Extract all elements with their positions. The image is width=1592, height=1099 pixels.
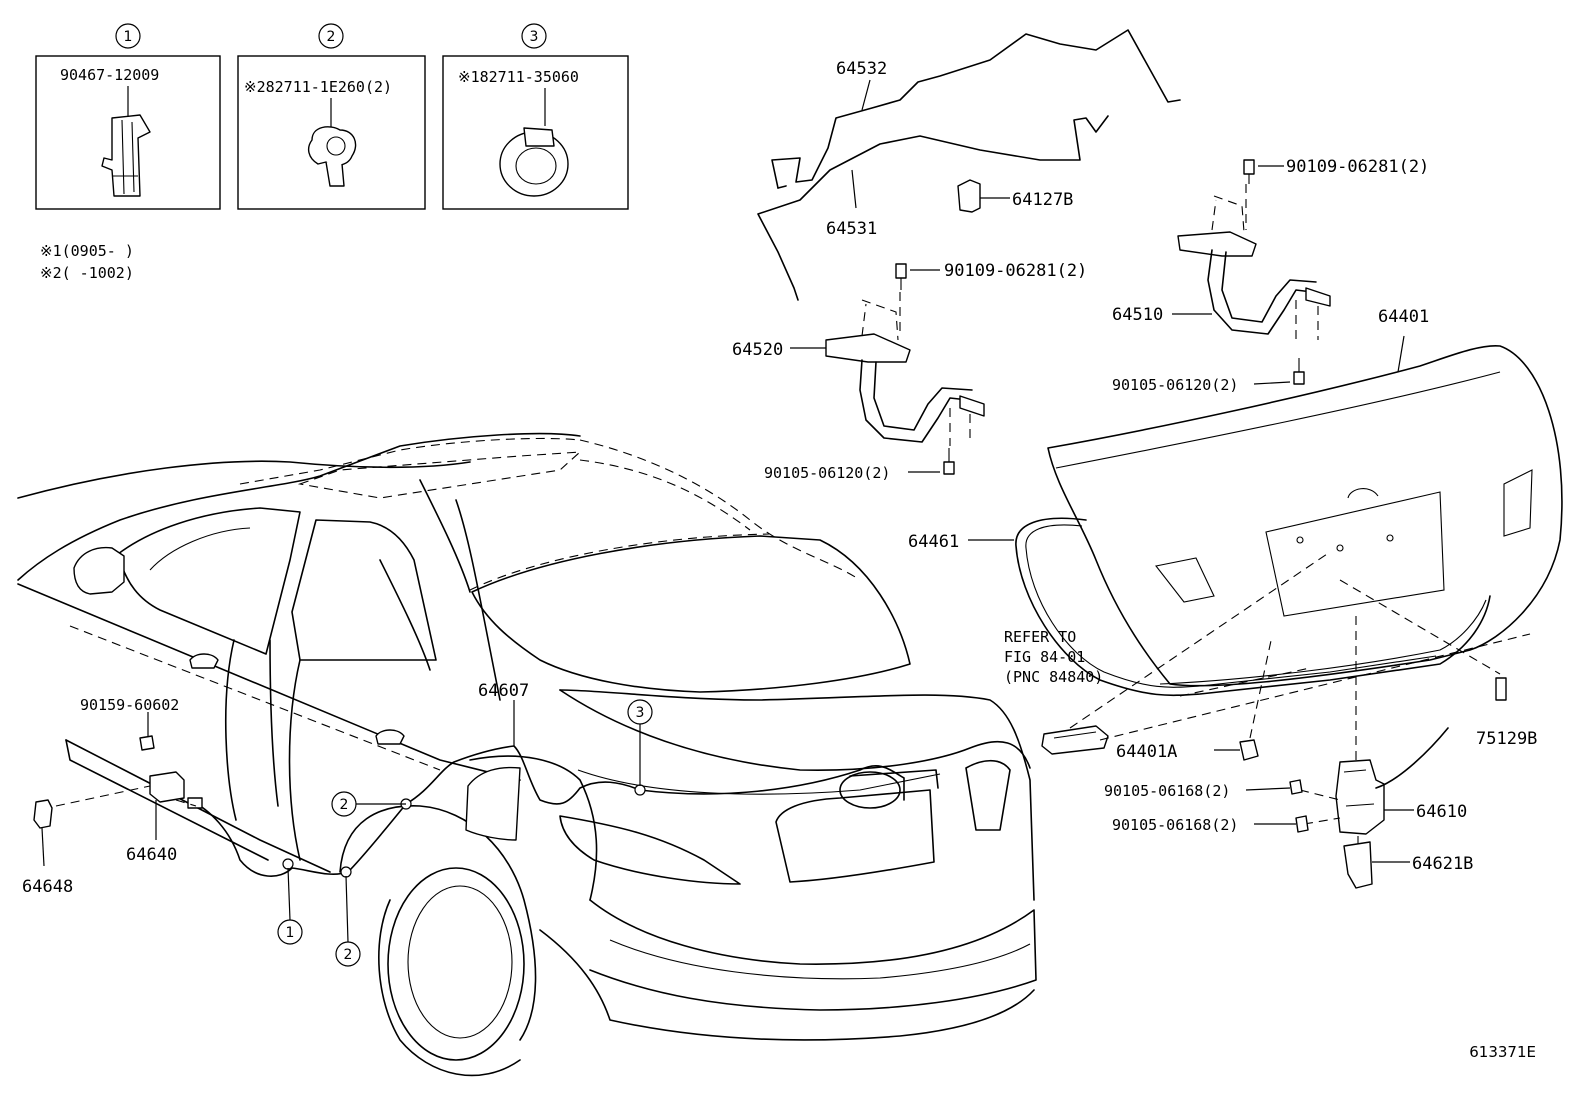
svg-text:2: 2: [340, 797, 349, 813]
harness-64607: [187, 745, 905, 878]
switch-64640: [55, 771, 197, 840]
clip-64127B: [957, 179, 1010, 213]
callout-2b: 2: [335, 875, 361, 967]
inset-part-2: ※282711-1E260(2): [244, 78, 392, 96]
label-bolt-top-mid: 90109-06281(2): [944, 261, 1087, 281]
label-64532: 64532: [836, 59, 887, 79]
svg-text:2: 2: [344, 947, 353, 963]
ring-clamp-icon: [499, 127, 569, 197]
label-bolt-mid-left: 90105-06120(2): [764, 464, 890, 482]
bolt-lock-2: [1295, 815, 1309, 833]
refer-line-1: REFER TO: [1004, 628, 1076, 646]
callout-1: 1: [277, 867, 303, 945]
trunk-lid-64401: [1047, 345, 1563, 687]
weatherstrip-64461: [1015, 517, 1491, 697]
inset-part-3: ※182711-35060: [458, 68, 579, 86]
torsion-bar-64531: [757, 115, 1109, 301]
lock-64610: [1299, 612, 1449, 835]
emblem-75129B: [1339, 579, 1507, 701]
label-64520: 64520: [732, 340, 783, 360]
label-bolt-top-right: 90109-06281(2): [1286, 157, 1429, 177]
svg-text:3: 3: [636, 705, 645, 721]
handle-part: [1041, 725, 1109, 755]
label-64610: 64610: [1416, 802, 1467, 822]
label-bolt-lock-1: 90105-06168(2): [1104, 782, 1230, 800]
label-64510: 64510: [1112, 305, 1163, 325]
torsion-bar-64532: [771, 29, 1181, 189]
label-bolt-mid-right: 90105-06120(2): [1112, 376, 1238, 394]
inset-index-2: 2: [327, 29, 336, 45]
inset-index-1: 1: [124, 29, 133, 45]
label-64401: 64401: [1378, 307, 1429, 327]
refer-line-3: (PNC 84840): [1004, 668, 1103, 686]
label-75129B: 75129B: [1476, 729, 1537, 749]
inset-box-1: 1 90467-12009: [35, 23, 221, 210]
diagram-id: 613371E: [1469, 1043, 1536, 1061]
label-64461: 64461: [908, 532, 959, 552]
inset-box-2: 2 ※282711-1E260(2): [237, 23, 426, 210]
stopper-64401A: [1239, 635, 1273, 761]
callout-2a: 2: [331, 791, 406, 817]
label-64648: 64648: [22, 877, 73, 897]
label-90159: 90159-60602: [80, 696, 179, 714]
svg-text:1: 1: [286, 925, 295, 941]
label-64401A: 64401A: [1116, 742, 1177, 762]
inset-box-3: 3 ※182711-35060: [442, 23, 629, 210]
label-64640: 64640: [126, 845, 177, 865]
label-bolt-lock-2: 90105-06168(2): [1112, 816, 1238, 834]
label-64621B: 64621B: [1412, 854, 1473, 874]
clip-90159: [139, 712, 155, 751]
hinge-64510: [1177, 159, 1331, 385]
label-64531: 64531: [826, 219, 877, 239]
label-64127B: 64127B: [1012, 190, 1073, 210]
inset-part-1: 90467-12009: [60, 66, 159, 84]
bolt-lock-1: [1289, 779, 1303, 795]
clip-icon: [101, 114, 151, 197]
clamp-icon: [307, 126, 357, 187]
refer-line-2: FIG 84-01: [1004, 648, 1085, 666]
striker-64621B: [1343, 836, 1373, 889]
note-1: ※1(0905- ): [40, 242, 134, 260]
hinge-64520: [825, 263, 985, 475]
label-64607: 64607: [478, 681, 529, 701]
note-2: ※2( -1002): [40, 264, 134, 282]
inset-index-3: 3: [530, 29, 539, 45]
car-body: [17, 432, 1037, 1077]
opener-64648: [33, 799, 53, 867]
callout-3: 3: [627, 699, 653, 786]
